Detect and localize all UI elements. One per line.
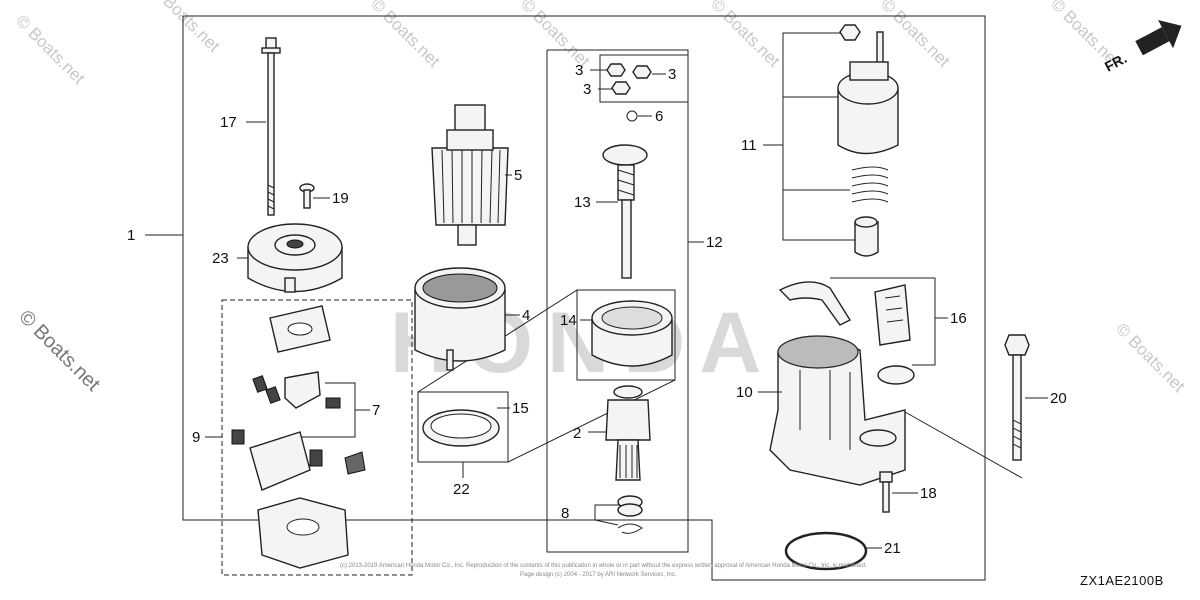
- leader-line: [904, 411, 1023, 479]
- stop-collar: [617, 495, 643, 534]
- callout-label: 18: [920, 485, 937, 502]
- callout-label: 11: [741, 137, 757, 154]
- watermark: © Boats.net: [14, 306, 104, 396]
- copyright-text: Page design (c) 2004 - 2017 by ARI Netwo…: [520, 572, 677, 578]
- callout-label: 8: [561, 505, 569, 522]
- bolt-19: [879, 471, 893, 513]
- screw-20: [299, 183, 315, 209]
- watermark: © Boats.net: [367, 0, 444, 71]
- callout-label: 23: [212, 250, 229, 267]
- o-ring-small: [626, 110, 638, 122]
- diagram-code: ZX1AE2100B: [1080, 573, 1164, 588]
- end-cover: [247, 223, 343, 293]
- watermark: © Boats.net: [877, 0, 954, 71]
- forward-arrow-icon: [1135, 20, 1182, 56]
- callout-label: 17: [220, 114, 237, 131]
- leader-line: [594, 504, 625, 520]
- nut-set: [606, 63, 652, 95]
- gear-set-frame: [576, 289, 676, 381]
- callout-label: 13: [574, 194, 591, 211]
- drive-housing: [769, 335, 906, 486]
- o-ring-large: [784, 531, 868, 571]
- callout-label: 19: [332, 190, 349, 207]
- leader-line: [830, 277, 936, 366]
- solenoid-bracket: [782, 32, 875, 241]
- callout-label: 6: [655, 108, 663, 125]
- copyright-text: (c) 2013-2019 American Honda Motor Co., …: [340, 563, 867, 569]
- callout-label: 15: [512, 400, 529, 417]
- callout-label: 4: [522, 307, 530, 324]
- leader-line: [507, 379, 676, 463]
- callout-label: 12: [706, 234, 723, 251]
- callout-label: 1: [127, 227, 135, 244]
- drive-assembly-frame: [546, 49, 689, 553]
- callout-label: 3: [668, 66, 676, 83]
- brush-holder-assembly: [231, 305, 366, 569]
- callout-label: 7: [372, 402, 380, 419]
- watermark: © Boats.net: [1112, 319, 1189, 396]
- callout-label: 20: [1050, 390, 1067, 407]
- watermark: © Boats.net: [147, 0, 224, 56]
- watermark: © Boats.net: [12, 11, 89, 88]
- shift-shaft: [602, 144, 648, 279]
- leader-line: [594, 519, 619, 526]
- callout-label: 3: [583, 81, 591, 98]
- through-bolt-long: [261, 37, 281, 216]
- solenoid: [837, 24, 899, 257]
- callout-label: 14: [560, 312, 577, 329]
- callout-label: 22: [453, 481, 470, 498]
- pinion-clutch: [605, 385, 651, 481]
- internal-gear: [591, 300, 673, 367]
- callout-label: 21: [884, 540, 901, 557]
- callout-label: 10: [736, 384, 753, 401]
- armature: [431, 104, 509, 246]
- shift-lever: [778, 281, 915, 385]
- gasket-ring: [422, 409, 500, 447]
- bolt-21: [1004, 334, 1030, 461]
- callout-label: 5: [514, 167, 522, 184]
- yoke: [414, 267, 506, 371]
- watermark: © Boats.net: [707, 0, 784, 71]
- watermark: © Boats.net: [517, 0, 594, 71]
- callout-label: 16: [950, 310, 967, 327]
- callout-label: 3: [575, 62, 583, 79]
- nut-group-frame: [599, 54, 689, 103]
- callout-label: 9: [192, 429, 200, 446]
- callout-group: 1 2 3 3 3 4 5 6 7 8 9 10 11 12 13 14 15: [127, 62, 1067, 557]
- assembly-frame: [182, 15, 986, 581]
- callout-label: 2: [573, 425, 581, 442]
